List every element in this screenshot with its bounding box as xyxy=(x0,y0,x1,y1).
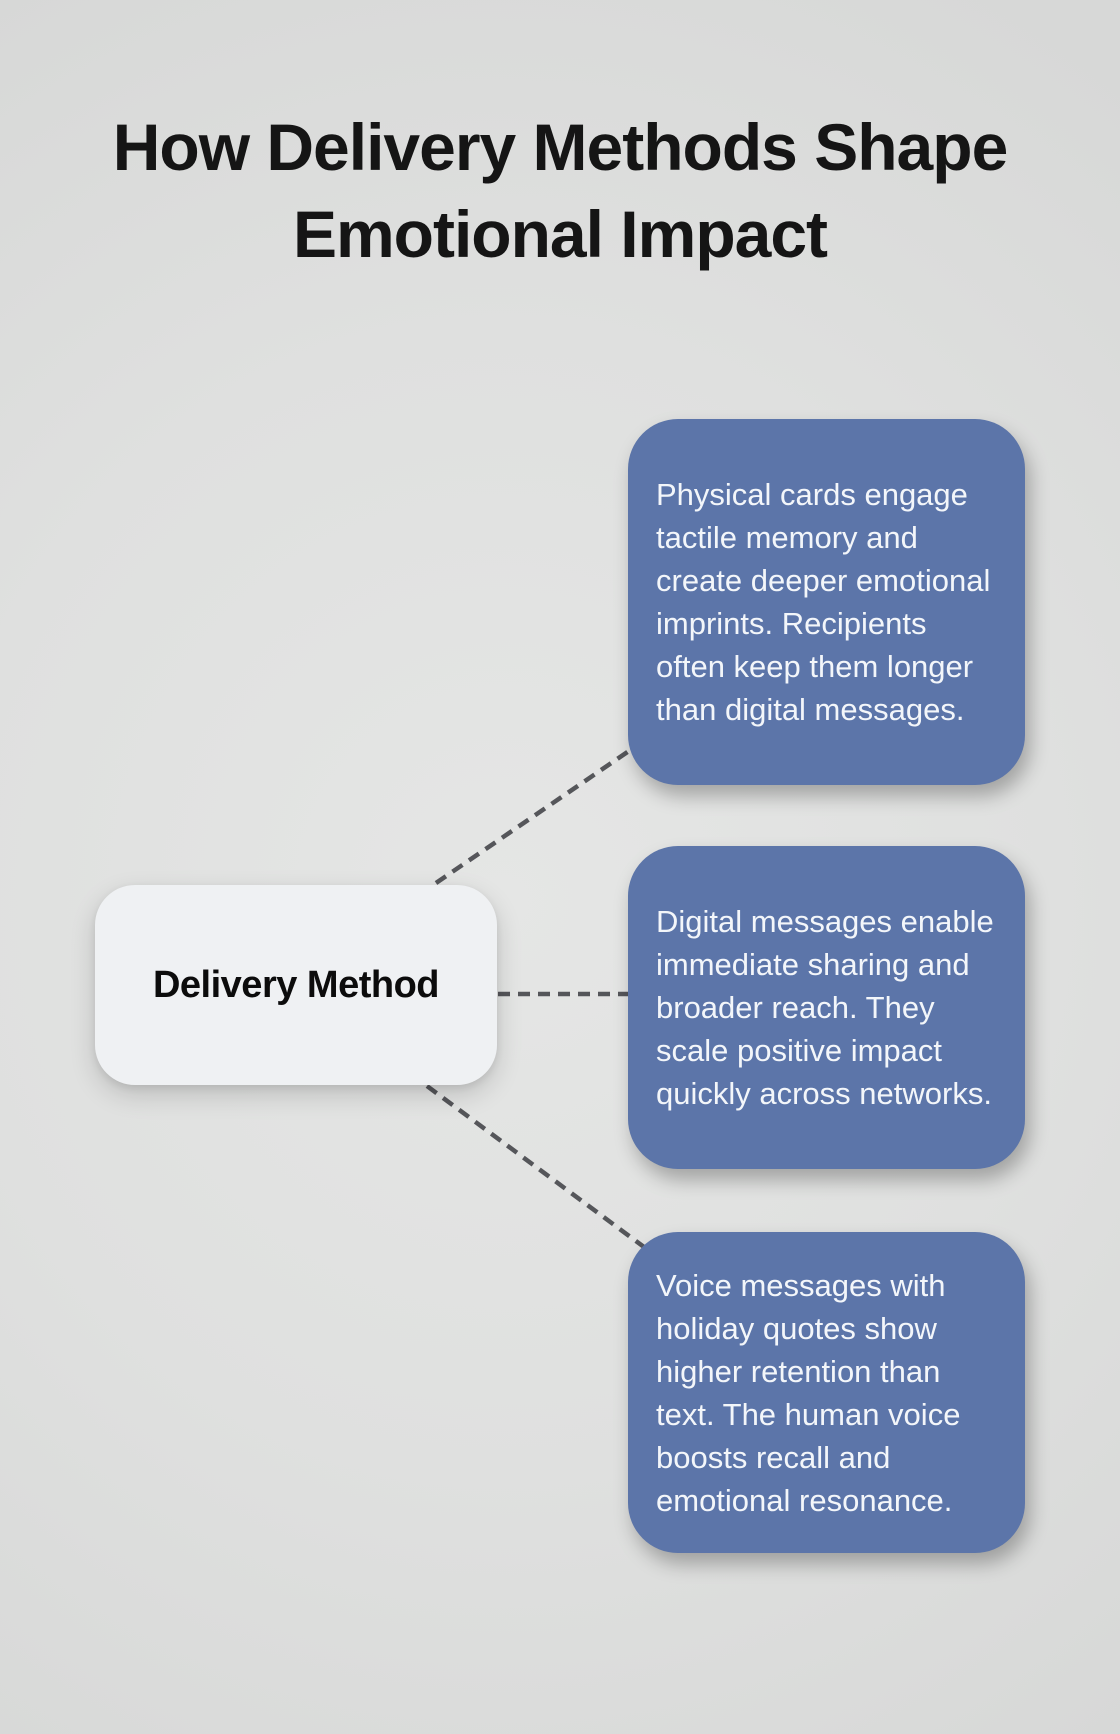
branch-card-text: Digital messages enable immediate sharin… xyxy=(656,904,994,1111)
branch-card-voice-messages: Voice messages with holiday quotes show … xyxy=(628,1232,1025,1553)
center-node-label: Delivery Method xyxy=(152,963,440,1006)
connector-physical-cards xyxy=(434,740,644,885)
branch-card-text: Voice messages with holiday quotes show … xyxy=(656,1267,961,1518)
page-title: How Delivery Methods Shape Emotional Imp… xyxy=(0,104,1120,278)
branch-card-physical-cards: Physical cards engage tactile memory and… xyxy=(628,419,1025,785)
page-title-line-2: Emotional Impact xyxy=(292,197,828,271)
page-title-line-1: How Delivery Methods Shape xyxy=(112,110,1009,184)
center-node-delivery-method: Delivery Method xyxy=(95,885,497,1085)
branch-card-text: Physical cards engage tactile memory and… xyxy=(656,477,991,727)
connector-voice-messages xyxy=(425,1084,650,1252)
branch-card-digital-messages: Digital messages enable immediate sharin… xyxy=(628,846,1025,1169)
